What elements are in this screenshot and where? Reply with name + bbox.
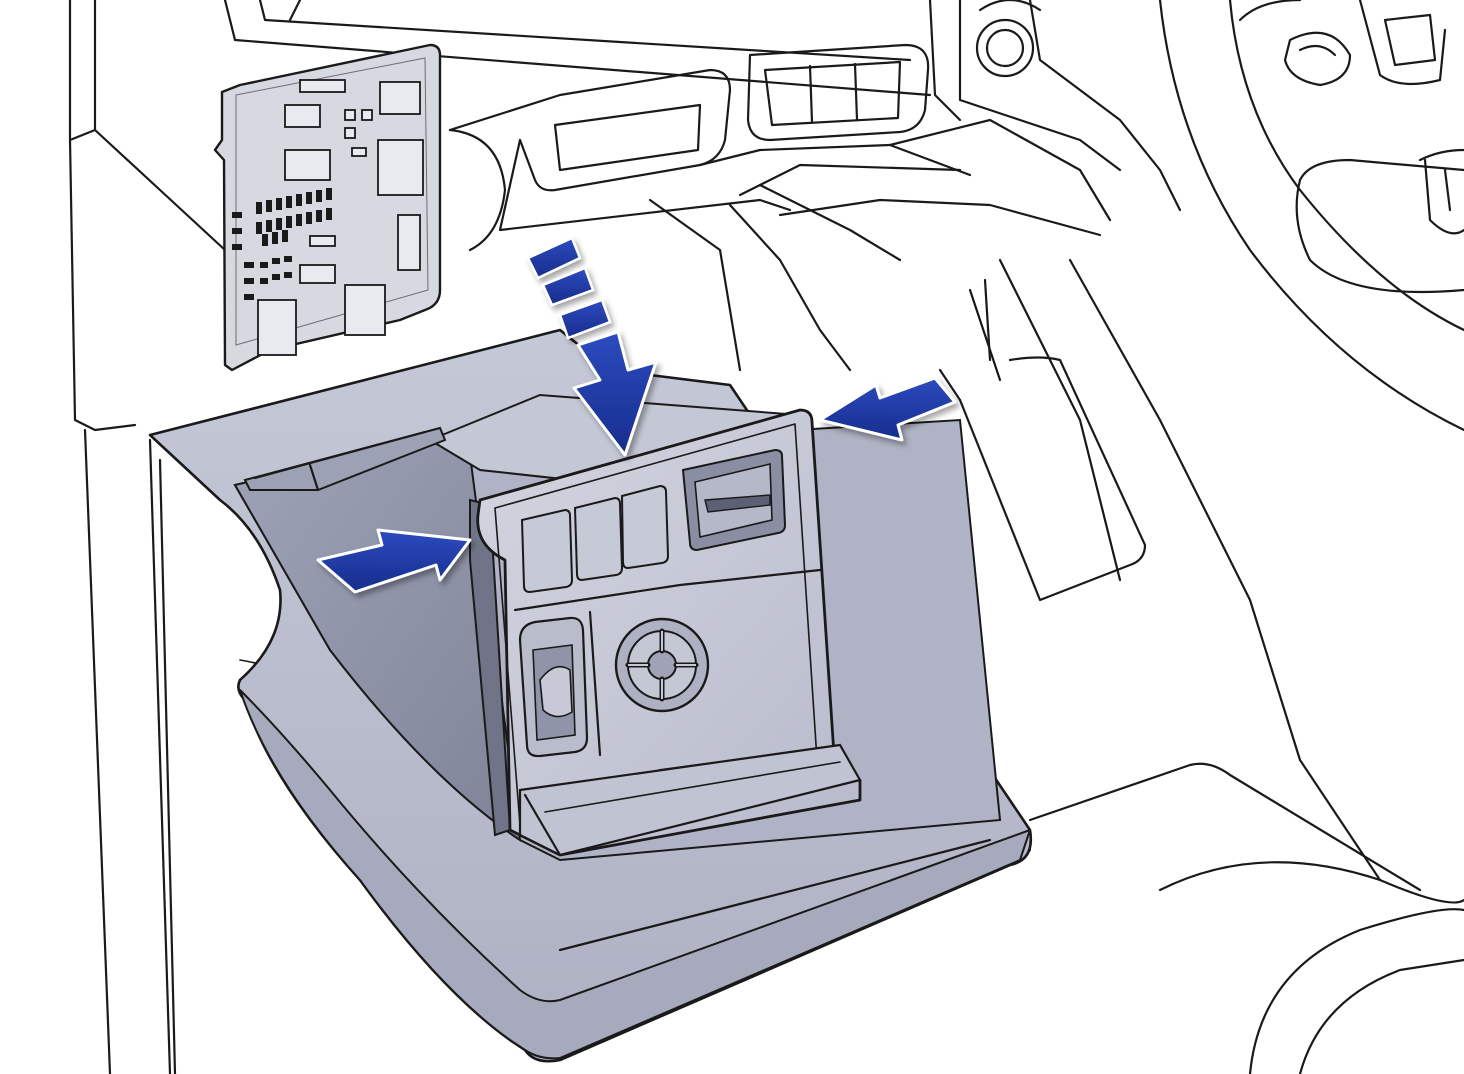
arrow-push-left bbox=[818, 376, 957, 442]
arrow-push-down bbox=[526, 236, 658, 457]
arrow-push-right bbox=[316, 528, 472, 594]
switch-panel bbox=[469, 408, 862, 857]
dial-knob bbox=[614, 617, 710, 713]
fuse-box-cover bbox=[213, 43, 442, 372]
dashboard-background bbox=[68, 0, 1464, 1074]
